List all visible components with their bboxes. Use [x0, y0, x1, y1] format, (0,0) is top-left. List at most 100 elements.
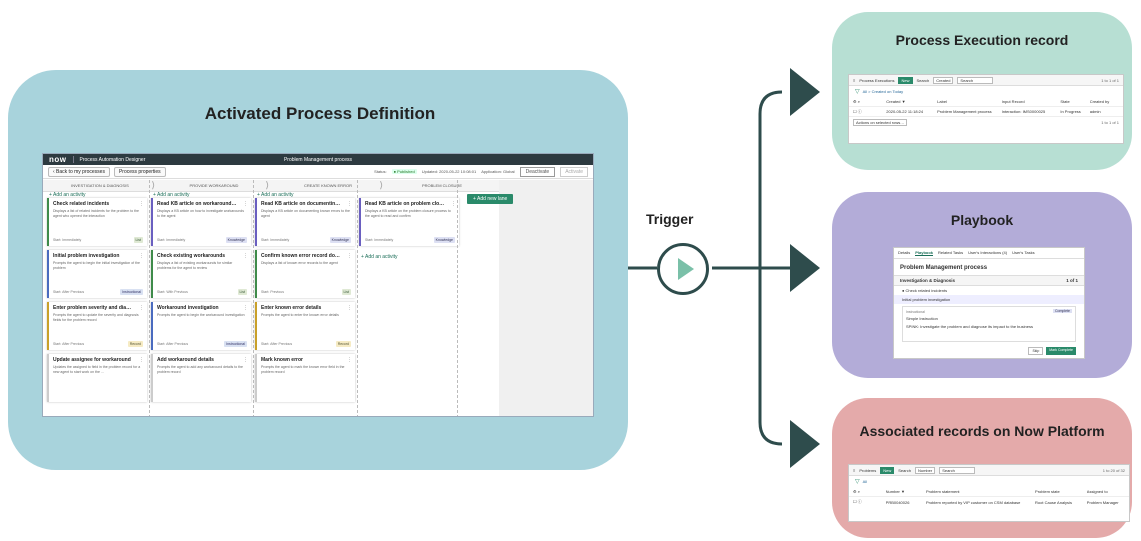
problems-search-input[interactable]: Search [939, 466, 976, 474]
cell-assigned-to[interactable]: Problem Manager [1086, 499, 1119, 505]
more-icon[interactable]: ⋮ [243, 357, 248, 363]
mark-complete-button[interactable]: Mark Complete [1046, 347, 1076, 355]
settings-icon[interactable]: ⚙ ⌕ [853, 99, 860, 104]
tab-user-tasks[interactable]: User's Tasks [1012, 250, 1035, 255]
problems-new-button[interactable]: New [880, 466, 895, 474]
lane-header[interactable]: PROVIDE WORKAROUND⟩ [157, 180, 271, 191]
lane-divider [357, 180, 358, 416]
table-row[interactable]: ☐ ⓘ 2020-05-22 11:18:24 Problem Manageme… [849, 107, 1123, 117]
column-header[interactable]: Problem state [1035, 489, 1060, 494]
activity-card[interactable]: Check related incidents⋮Displays a list … [47, 198, 147, 246]
playbook-section[interactable]: Investigation & Diagnosis 1 of 1 [894, 275, 1084, 286]
column-header[interactable]: Number ▼ [885, 489, 905, 494]
process-properties-button[interactable]: Process properties [113, 166, 166, 177]
activity-card[interactable]: Read KB article on problem clo…⋮Displays… [359, 198, 459, 246]
column-header[interactable]: Created ▼ [886, 99, 906, 104]
skip-button[interactable]: Skip [1028, 347, 1044, 355]
activity-start: Start: After Previous [53, 342, 85, 346]
deactivate-button[interactable]: Deactivate [519, 166, 556, 177]
more-icon[interactable]: ⋮ [139, 357, 144, 363]
activity-card[interactable]: Update assignee for workaround⋮Updates t… [47, 354, 147, 402]
info-icon[interactable]: ☐ ⓘ [853, 108, 862, 114]
activity-start: Start: After Previous [261, 342, 293, 346]
tab-playbook[interactable]: Playbook [915, 250, 934, 256]
more-icon[interactable]: ⋮ [347, 253, 352, 259]
column-header[interactable]: Created by [1089, 99, 1110, 104]
info-icon[interactable]: ☐ ⓘ [853, 499, 862, 504]
more-icon[interactable]: ⋮ [451, 201, 456, 207]
activity-start: Start: After Previous [53, 290, 85, 294]
activity-card[interactable]: Add workaround details⋮Prompts the agent… [151, 354, 251, 402]
activity-card[interactable]: Mark known error⋮Prompts the agent to ma… [255, 354, 355, 402]
column-header[interactable]: State [1060, 99, 1070, 104]
problems-filter-text[interactable]: All [862, 479, 868, 484]
more-icon[interactable]: ⋮ [347, 305, 352, 311]
lane-name: PROVIDE WORKAROUND [189, 183, 239, 188]
cell-problem-statement: Problem reported by VIP customer on CSM … [925, 499, 1021, 505]
activity-card[interactable]: Read KB article on workaround…⋮Displays … [151, 198, 251, 246]
more-icon[interactable]: ⋮ [139, 201, 144, 207]
application-text: Application: Global [481, 169, 515, 174]
activity-description: Prompts the agent to enter the known err… [261, 313, 339, 317]
lane-name: CREATE KNOWN ERROR [304, 183, 352, 188]
actions-select[interactable]: Actions on selected rows… [853, 118, 908, 126]
activate-button[interactable]: Activate [560, 166, 588, 177]
execution-search-input[interactable]: Search [957, 76, 994, 84]
activity-card[interactable]: Confirm known error record do…⋮Displays … [255, 250, 355, 298]
funnel-icon[interactable]: ▽ [855, 479, 860, 485]
activity-card[interactable]: Read KB article on documentin…⋮Displays … [255, 198, 355, 246]
column-header[interactable]: Label [937, 99, 947, 104]
lane-header[interactable]: PROBLEM CLOSURE [385, 180, 499, 191]
more-icon[interactable]: ⋮ [139, 253, 144, 259]
activity-type-badge: Instructional [224, 341, 247, 347]
cell-created[interactable]: 2020-05-22 11:18:24 [886, 109, 924, 114]
activity-type-badge: Knowledge [329, 237, 351, 243]
add-new-lane-button[interactable]: + Add new lane [467, 194, 514, 204]
empty-lane-area [499, 180, 593, 416]
activity-card[interactable]: Initial problem investigation⋮Prompts th… [47, 250, 147, 298]
column-header[interactable]: Input Record [1001, 99, 1025, 104]
pad-toolbar: ‹ Back to my processes Process propertie… [43, 165, 593, 179]
column-header[interactable]: Problem statement [925, 489, 960, 494]
lane-header[interactable]: CREATE KNOWN ERROR⟩ [271, 180, 385, 191]
more-icon[interactable]: ⋮ [347, 201, 352, 207]
funnel-icon[interactable]: ▽ [855, 89, 860, 95]
activity-card[interactable]: Check existing workarounds⋮Displays a li… [151, 250, 251, 298]
back-button[interactable]: ‹ Back to my processes [48, 166, 110, 177]
add-activity-link[interactable]: + Add an activity [49, 192, 86, 198]
lane-header[interactable]: INVESTIGATION & DIAGNOSIS⟩ [43, 180, 157, 191]
settings-icon[interactable]: ⚙ ⌕ [853, 489, 860, 494]
more-icon[interactable]: ⋮ [243, 201, 248, 207]
more-icon[interactable]: ⋮ [243, 305, 248, 311]
add-activity-link[interactable]: + Add an activity [257, 192, 294, 198]
column-header[interactable]: Assigned to [1086, 489, 1108, 494]
playbook-item[interactable]: ● Check related incidents [902, 288, 948, 293]
tab-related-tasks[interactable]: Related Tasks [938, 250, 964, 255]
tab-user-interactions[interactable]: User's Interactions (4) [968, 250, 1008, 255]
activity-card[interactable]: Enter known error details⋮Prompts the ag… [255, 302, 355, 350]
playbook-item-active[interactable]: Initial problem investigation [894, 295, 1084, 304]
activity-description: Prompts the agent to begin the workaroun… [157, 313, 245, 317]
execution-new-button[interactable]: New [898, 76, 913, 84]
more-icon[interactable]: ⋮ [243, 253, 248, 259]
add-activity-link[interactable]: + Add an activity [153, 192, 190, 198]
cell-input-record[interactable]: Interaction: IMS0000025 [1001, 109, 1046, 114]
activity-card[interactable]: Workaround investigation⋮Prompts the age… [151, 302, 251, 350]
problems-search-field[interactable]: Number [914, 466, 936, 474]
activity-start: Start: With Previous [157, 290, 188, 294]
table-row[interactable]: ☐ ⓘ PRB0040026 Problem reported by VIP c… [849, 497, 1129, 507]
activity-card[interactable]: Enter problem severity and dia…⋮Prompts … [47, 302, 147, 350]
more-icon[interactable]: ⋮ [347, 357, 352, 363]
execution-search-field[interactable]: Created [933, 76, 954, 84]
item-label: Check related incidents [905, 288, 948, 293]
cell-number[interactable]: PRB0040026 [885, 499, 910, 505]
more-icon[interactable]: ⋮ [139, 305, 144, 311]
execution-filter-text[interactable]: All > Created on Today [862, 89, 904, 94]
activity-description: Prompts the agent to mark the known erro… [261, 365, 345, 374]
toolbar-status: Status: ● Published Updated: 2020-05-22 … [374, 166, 588, 177]
tab-details[interactable]: Details [898, 250, 911, 255]
activity-start: Start: Immediately [365, 238, 394, 242]
playbook-activity-card: Instructional Complete Simple Instructio… [902, 306, 1076, 342]
activity-description: Displays a list of existing workarounds … [157, 261, 233, 270]
add-activity-link[interactable]: + Add an activity [361, 254, 398, 260]
